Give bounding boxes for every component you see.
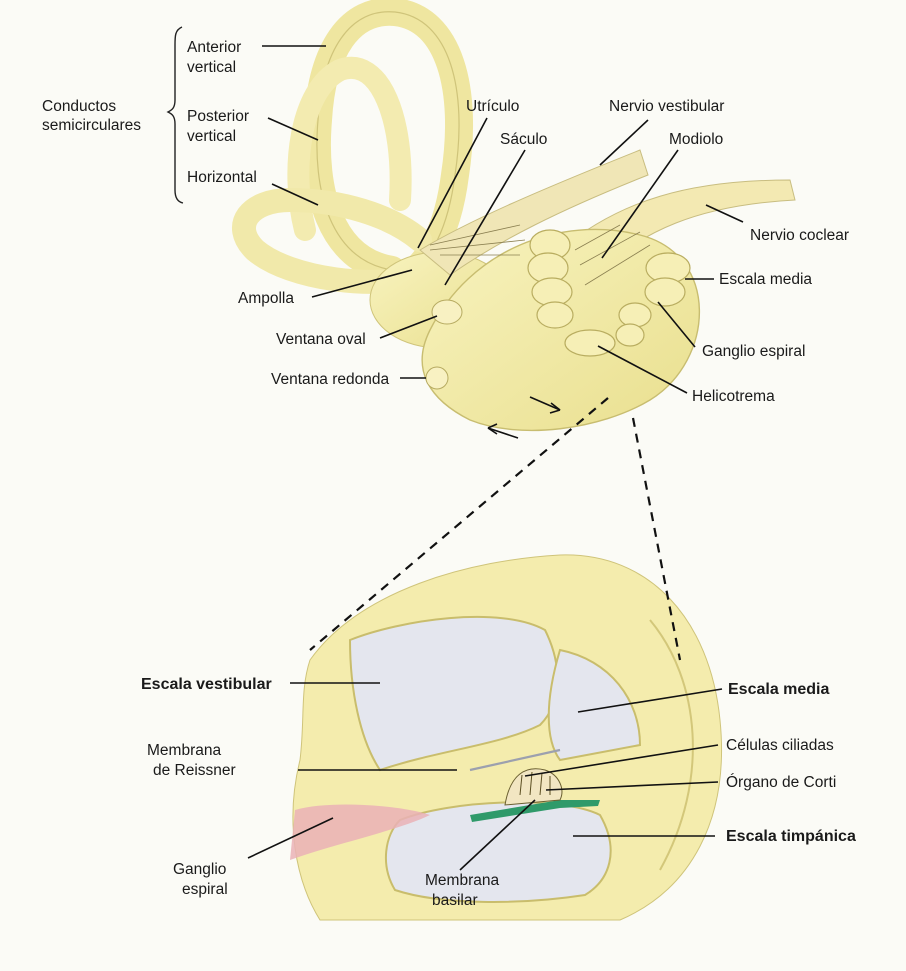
oval-window (432, 300, 462, 324)
label-escala-vestibular: Escala vestibular (141, 675, 272, 694)
label-ampolla: Ampolla (238, 289, 294, 308)
label-membrana-basilar-1: Membrana (425, 871, 499, 890)
label-celulas-ciliadas: Células ciliadas (726, 736, 834, 755)
label-escala-media-top: Escala media (719, 270, 812, 289)
label-organo-corti: Órgano de Corti (726, 773, 836, 792)
label-membrana-reissner-1: Membrana (147, 741, 221, 760)
label-escala-timpanica: Escala timpánica (726, 827, 856, 846)
label-nervio-coclear: Nervio coclear (750, 226, 849, 245)
label-ganglio-espiral-2: espiral (182, 880, 228, 899)
label-nervio-vestibular: Nervio vestibular (609, 97, 724, 116)
label-helicotrema: Helicotrema (692, 387, 775, 406)
label-anterior-vertical: vertical (187, 58, 236, 77)
label-ventana-redonda: Ventana redonda (271, 370, 389, 389)
label-modiolo: Modiolo (669, 130, 723, 149)
label-posterior: Posterior (187, 107, 249, 126)
label-semicirculares: semicirculares (42, 116, 141, 135)
label-anterior: Anterior (187, 38, 241, 57)
label-ganglio-espiral-top: Ganglio espiral (702, 342, 805, 361)
label-membrana-basilar-2: basilar (432, 891, 478, 910)
label-escala-media: Escala media (728, 680, 829, 699)
label-ganglio-espiral-1: Ganglio (173, 860, 226, 879)
label-conductos: Conductos (42, 97, 116, 116)
round-window (426, 367, 448, 389)
cross-section-drawing (290, 555, 722, 920)
label-saculo: Sáculo (500, 130, 547, 149)
label-ventana-oval: Ventana oval (276, 330, 366, 349)
label-membrana-reissner-2: de Reissner (153, 761, 236, 780)
label-posterior-vertical: vertical (187, 127, 236, 146)
label-horizontal: Horizontal (187, 168, 257, 187)
label-utriculo: Utrículo (466, 97, 519, 116)
